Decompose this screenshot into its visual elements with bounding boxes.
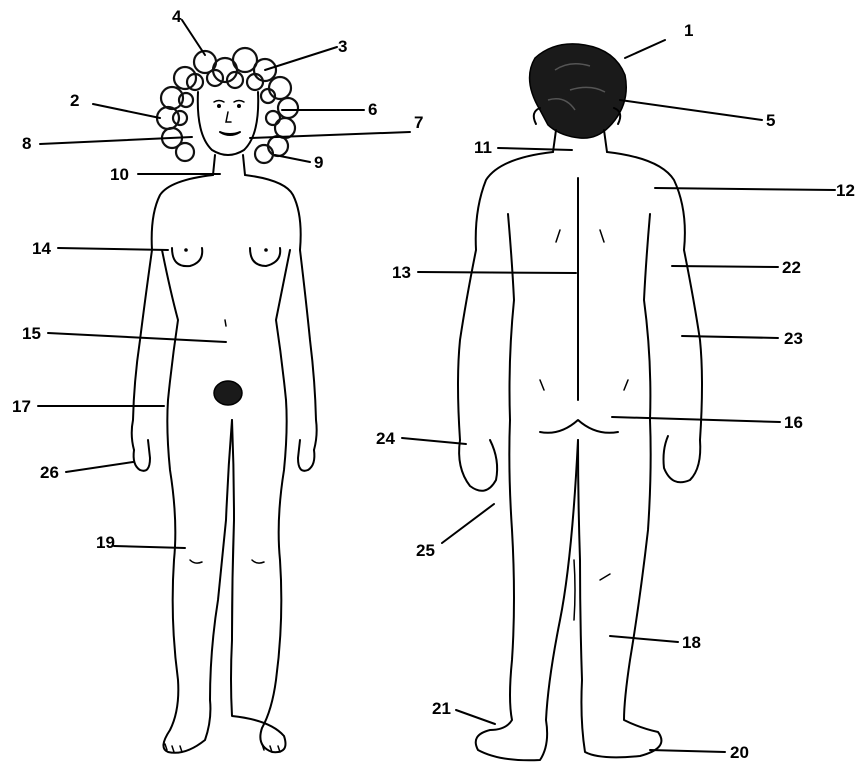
label-6: 6 [368,100,377,119]
label-2: 2 [70,91,79,110]
label-23: 23 [784,329,803,348]
label-20: 20 [730,743,749,762]
label-26: 26 [40,463,59,482]
label-1: 1 [684,21,693,40]
label-17: 17 [12,397,31,416]
label-4: 4 [172,7,182,26]
label-12: 12 [836,181,855,200]
label-15: 15 [22,324,41,343]
label-11: 11 [474,138,492,157]
back-hair [530,44,627,138]
label-16: 16 [784,413,803,432]
label-8: 8 [22,134,31,153]
label-7: 7 [414,113,423,132]
label-10: 10 [110,165,129,184]
number-labels: 1 2 3 4 5 6 7 8 9 10 11 12 13 14 15 16 1… [12,7,855,762]
label-3: 3 [338,37,347,56]
label-24: 24 [376,429,395,448]
label-22: 22 [782,258,801,277]
label-18: 18 [682,633,701,652]
label-19: 19 [96,533,115,552]
label-5: 5 [766,111,775,130]
label-9: 9 [314,153,323,172]
label-13: 13 [392,263,411,282]
leader-lines [38,20,835,752]
front-figure [132,48,317,753]
back-figure [458,44,702,760]
label-25: 25 [416,541,435,560]
label-14: 14 [32,239,51,258]
label-21: 21 [432,699,451,718]
